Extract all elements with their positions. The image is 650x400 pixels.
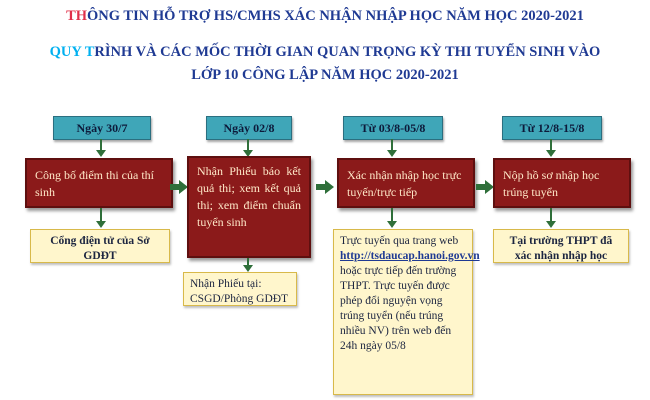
title-line-2-lead: QUY T <box>49 44 95 60</box>
step-4-stage: Nộp hồ sơ nhập học trúng tuyển <box>493 158 631 208</box>
step-3-note-intro: Trực tuyến qua trang web <box>340 235 459 247</box>
title-line-1-rest: ÔNG TIN HỖ TRỢ HS/CMHS XÁC NHẬN NHẬP HỌC… <box>87 8 584 24</box>
title-line-2-rest: RÌNH VÀ CÁC MỐC THỜI GIAN QUAN TRỌNG KỲ … <box>94 44 601 60</box>
title-line-1: THÔNG TIN HỖ TRỢ HS/CMHS XÁC NHẬN NHẬP H… <box>0 8 650 25</box>
step-2-note: Nhận Phiếu tại: CSGD/Phòng GDĐT <box>183 272 297 306</box>
step-3-date: Từ 03/8-05/8 <box>343 116 443 140</box>
step-2-stage: Nhận Phiếu báo kết quả thi; xem kết quả … <box>187 156 311 258</box>
title-line-2: QUY TRÌNH VÀ CÁC MỐC THỜI GIAN QUAN TRỌN… <box>0 44 650 61</box>
step-1-stage: Công bố điểm thi của thí sinh <box>25 158 173 208</box>
step-3-note-link[interactable]: http://tsdaucap.hanoi.gov.vn <box>340 250 480 262</box>
step-3-note: Trực tuyến qua trang web http://tsdaucap… <box>333 229 480 395</box>
step-1-date: Ngày 30/7 <box>53 116 151 140</box>
step-3-stage-arrow <box>387 208 397 228</box>
step-3-note-change: Trực tuyến được phép đổi nguyện vọng trú… <box>340 280 452 352</box>
title-line-3: LỚP 10 CÔNG LẬP NĂM HỌC 2020-2021 <box>191 67 459 83</box>
step-2-stage-arrow <box>243 258 253 272</box>
step-4-stage-arrow <box>546 208 556 228</box>
flow-arrow-2 <box>316 180 334 194</box>
step-4-note: Tại trường THPT đã xác nhận nhập học <box>493 229 629 263</box>
step-1-date-arrow <box>96 139 106 157</box>
step-1-stage-arrow <box>96 208 106 228</box>
step-3-date-arrow <box>387 139 397 157</box>
flow-arrow-3 <box>476 180 494 194</box>
step-4-date: Từ 12/8-15/8 <box>502 116 602 140</box>
step-2-date: Ngày 02/8 <box>206 116 292 140</box>
step-3-stage: Xác nhận nhập học trực tuyến/trực tiếp <box>337 158 475 208</box>
step-3-note-direct: hoặc trực tiếp đến trường THPT. <box>340 265 457 292</box>
step-1-note: Cổng điện tử của Sở GDĐT <box>30 229 170 263</box>
step-4-date-arrow <box>546 139 556 157</box>
title-line-1-lead: TH <box>66 8 88 24</box>
step-2-date-arrow <box>243 139 253 157</box>
flow-arrow-1 <box>170 180 188 194</box>
